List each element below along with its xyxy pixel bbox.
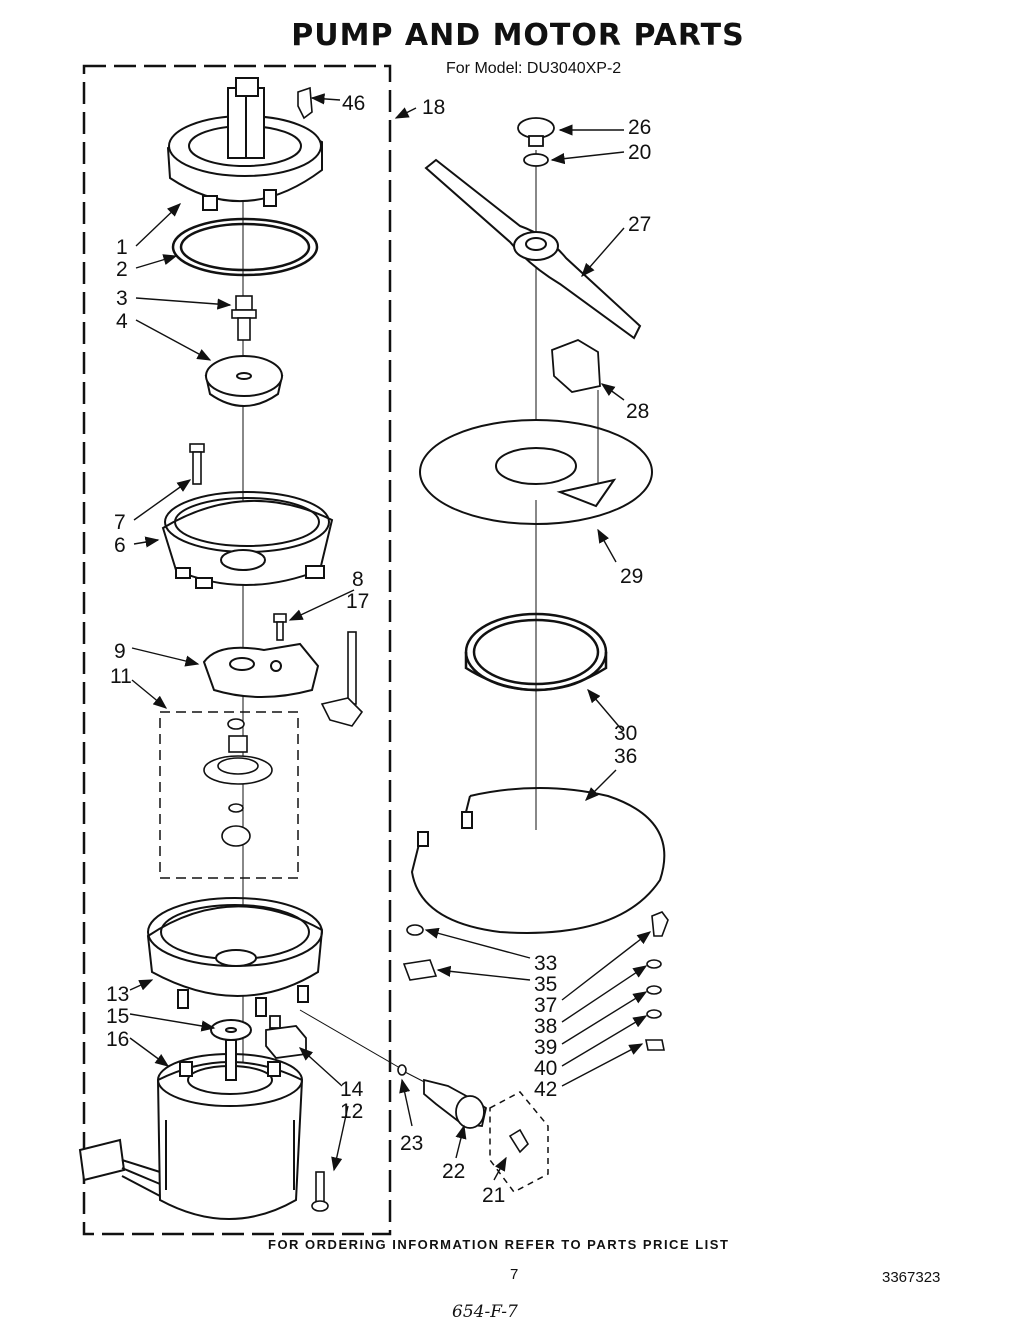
deflector-28 — [551, 339, 601, 393]
washer-20 — [523, 153, 549, 167]
callout-7: 7 — [114, 511, 126, 534]
callout-33: 33 — [534, 952, 557, 975]
callout-12: 12 — [340, 1100, 363, 1123]
callout-20: 20 — [628, 141, 651, 164]
callout-13: 13 — [106, 983, 129, 1006]
assembly-18-boundary — [82, 64, 392, 1236]
callout-46: 46 — [342, 92, 365, 115]
callout-14: 14 — [340, 1078, 364, 1101]
spray-arm-27 — [424, 158, 642, 340]
callout-4: 4 — [116, 310, 128, 333]
callout-17: 17 — [346, 590, 369, 613]
motor-mount-13 — [146, 897, 324, 1017]
callout-29: 29 — [620, 565, 643, 588]
hardware-stack-37-42 — [645, 911, 669, 1051]
pump-body-6 — [161, 491, 334, 589]
impeller-disc-4 — [204, 355, 284, 407]
seal-ring-2 — [171, 217, 319, 277]
callout-15: 15 — [106, 1005, 129, 1028]
pin-17 — [320, 631, 364, 727]
clip-21 — [508, 1128, 529, 1154]
callout-8: 8 — [352, 568, 364, 591]
callout-26: 26 — [628, 116, 651, 139]
callout-36: 36 — [614, 745, 637, 768]
pump-housing-cover — [166, 77, 323, 211]
callout-11: 11 — [110, 665, 132, 688]
washer-33 — [406, 924, 424, 936]
screw-8 — [273, 613, 287, 641]
plate-9 — [202, 642, 320, 698]
callout-27: 27 — [628, 213, 651, 236]
heater-36 — [410, 787, 666, 934]
o-ring-23 — [397, 1064, 407, 1076]
impeller-assembly-11 — [203, 718, 273, 847]
callout-18: 18 — [422, 96, 445, 119]
washer-15 — [210, 1019, 252, 1041]
bolt-3 — [231, 295, 257, 341]
callout-1: 1 — [116, 236, 128, 259]
screw-7 — [189, 443, 205, 485]
page-number: 7 — [510, 1266, 519, 1283]
callout-6: 6 — [114, 534, 126, 557]
callout-39: 39 — [534, 1036, 557, 1059]
cap-26 — [517, 117, 555, 147]
handwritten-note: 654-F-7 — [452, 1302, 518, 1322]
callout-22: 22 — [442, 1160, 465, 1183]
motor-16 — [78, 1039, 304, 1220]
callout-30: 30 — [614, 722, 637, 745]
document-number: 3367323 — [882, 1269, 941, 1286]
callout-38: 38 — [534, 1015, 557, 1038]
callout-42: 42 — [534, 1078, 557, 1101]
callout-3: 3 — [116, 287, 128, 310]
filter-disc-29 — [419, 419, 653, 525]
callout-37: 37 — [534, 994, 557, 1017]
leader-lines — [129, 93, 652, 1181]
callout-28: 28 — [626, 400, 649, 423]
callout-21: 21 — [482, 1184, 505, 1207]
page-title: PUMP AND MOTOR PARTS — [291, 18, 745, 53]
model-number: For Model: DU3040XP-2 — [446, 60, 622, 77]
callout-16: 16 — [106, 1028, 129, 1051]
clip-46 — [297, 86, 313, 120]
brush-14 — [265, 1015, 307, 1059]
ring-30 — [464, 612, 608, 692]
screw-12 — [311, 1171, 329, 1212]
ordering-footer: FOR ORDERING INFORMATION REFER TO PARTS … — [268, 1237, 730, 1252]
callout-35: 35 — [534, 973, 557, 996]
assembly-11-boundary — [159, 711, 299, 879]
callout-40: 40 — [534, 1057, 557, 1080]
callout-23: 23 — [400, 1132, 423, 1155]
part-21-boundary — [489, 1091, 549, 1193]
sensor-22 — [423, 1078, 488, 1129]
callout-2: 2 — [116, 258, 128, 281]
bracket-35 — [402, 959, 438, 981]
callout-9: 9 — [114, 640, 126, 663]
